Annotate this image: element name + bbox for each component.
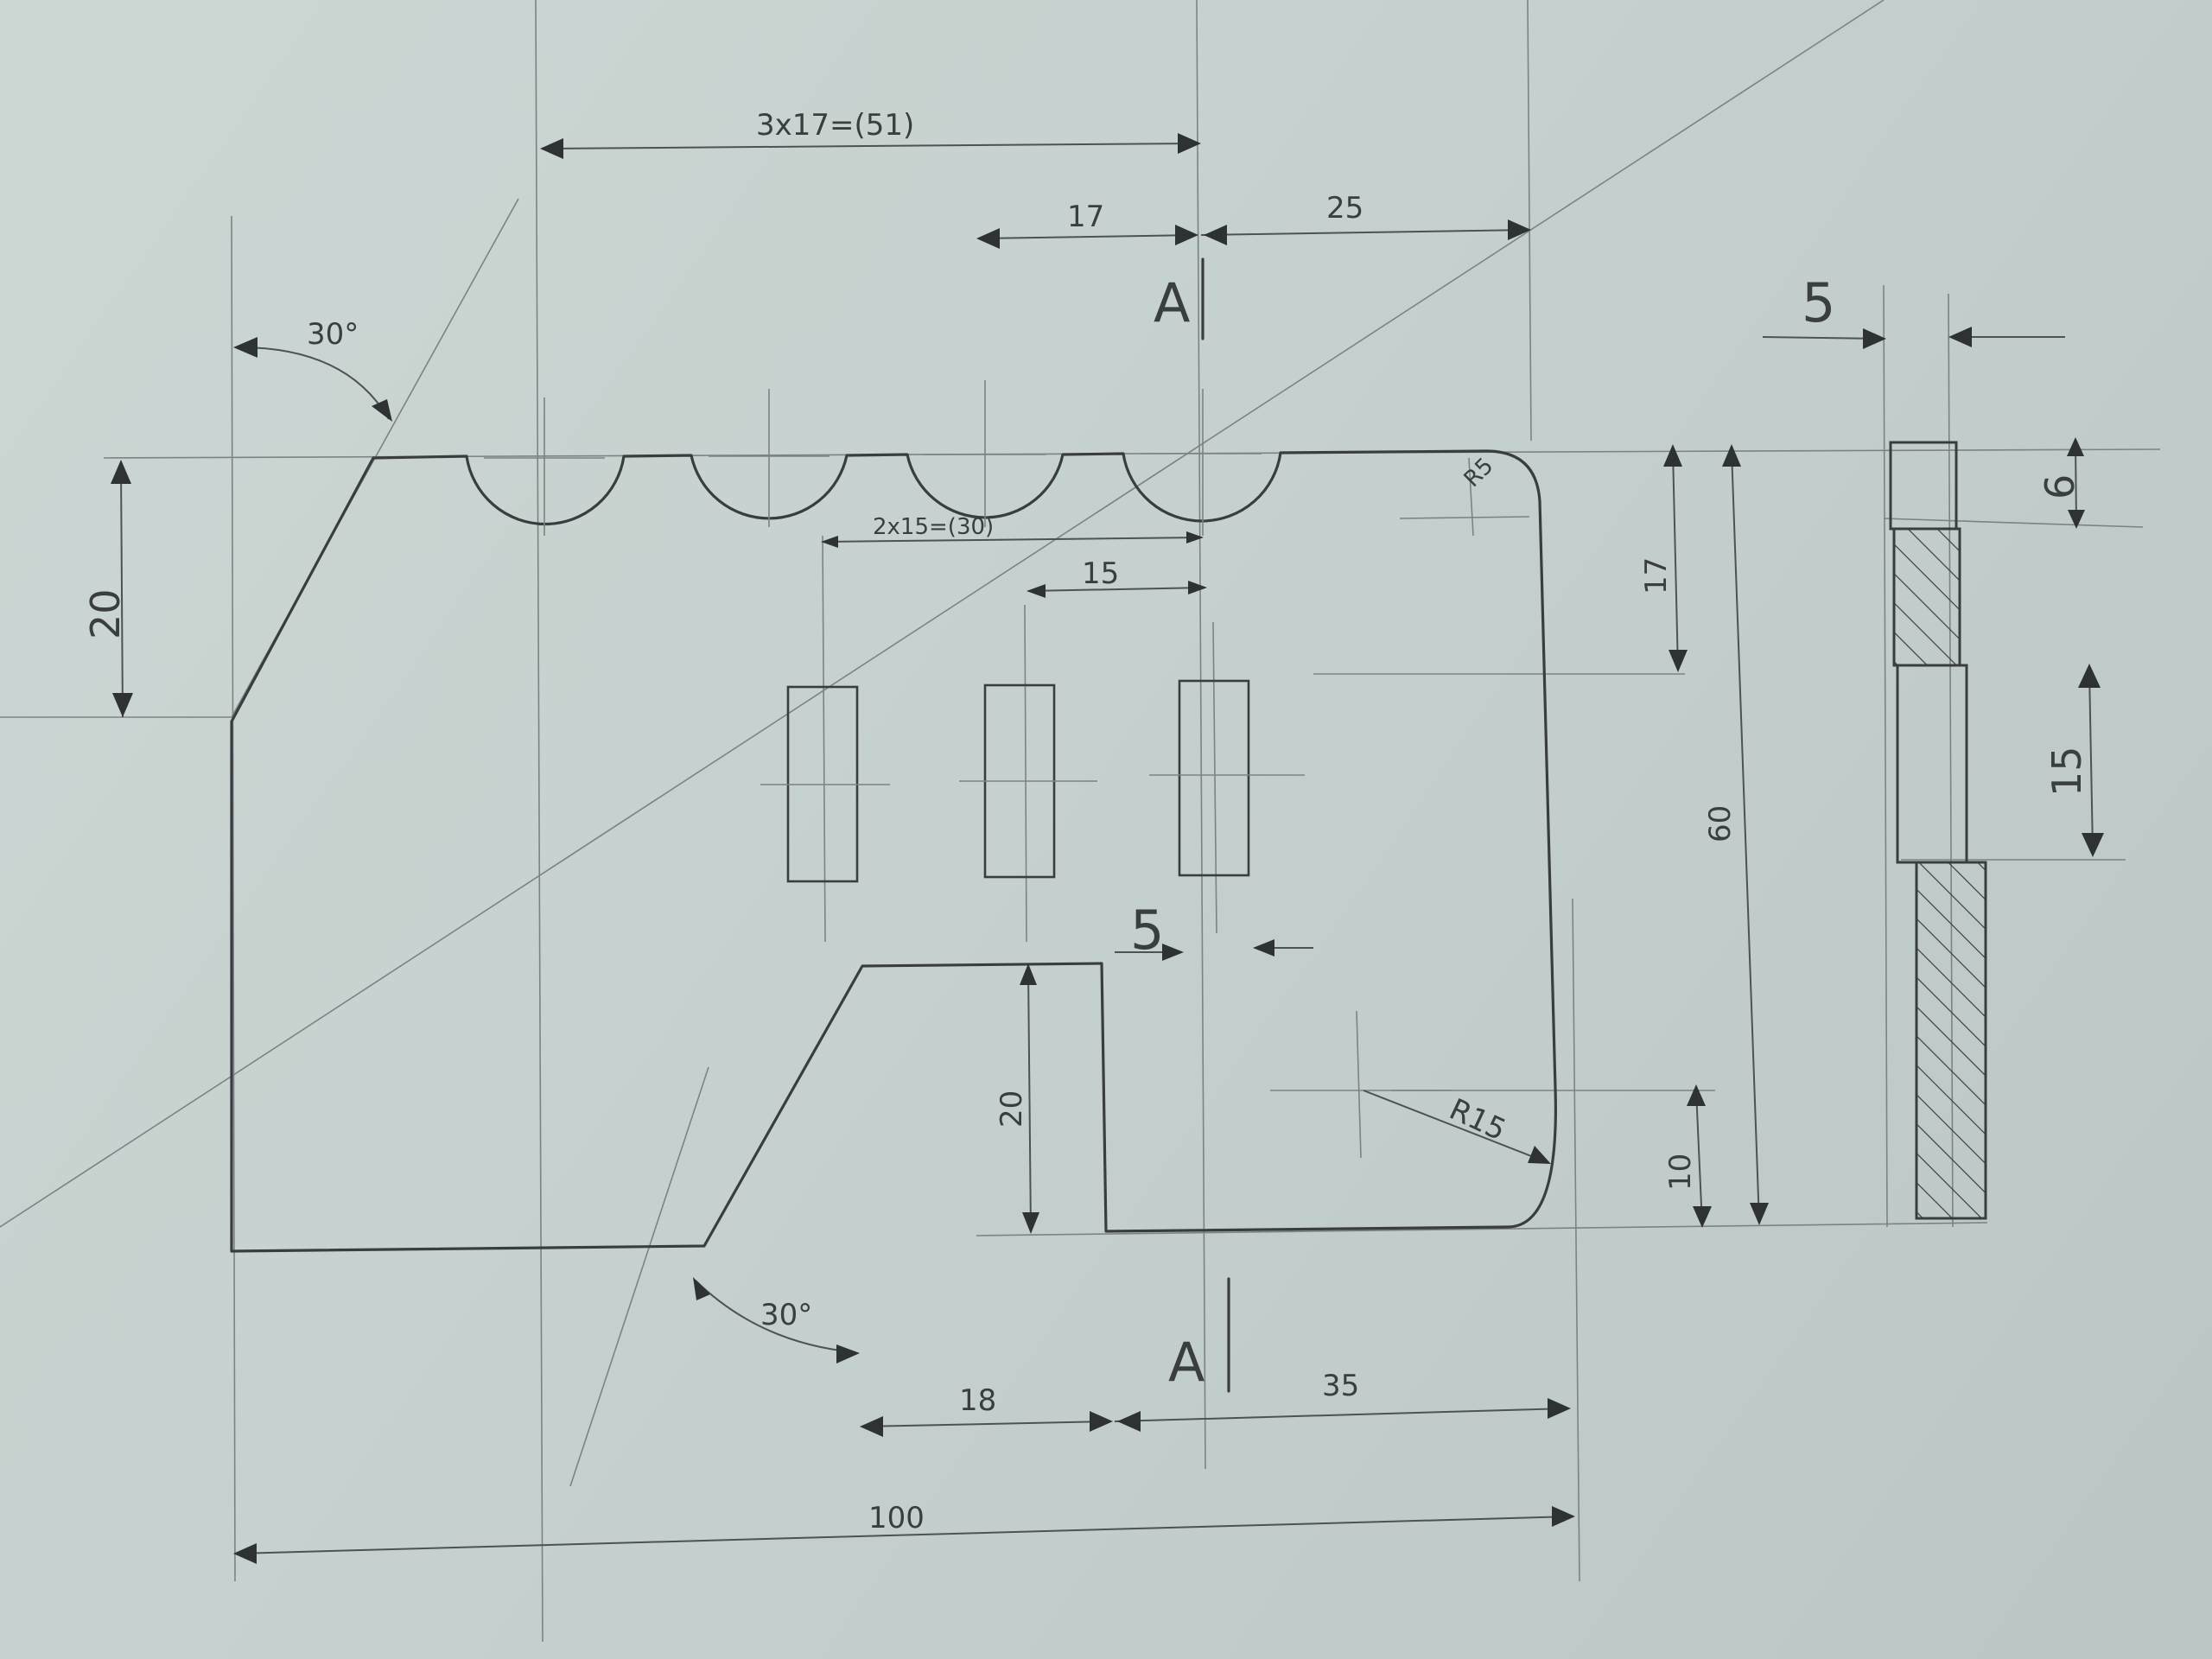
section-dim-15: 15 xyxy=(2044,746,2090,797)
radius-large: R15 xyxy=(1444,1092,1511,1148)
slot-3 xyxy=(1178,679,1250,877)
notch-centres xyxy=(484,380,1530,1159)
dimension-texts: 3x17=(51) 17 25 20 30° R5 2x15=(30) 15 5… xyxy=(82,108,2090,1535)
dim-17-right: 17 xyxy=(1639,557,1674,594)
dim-17-top: 17 xyxy=(1067,200,1104,234)
construction-lines xyxy=(0,0,2161,1643)
dim-slot-width: 5 xyxy=(1130,899,1164,962)
dim-pitch-chain: 3x17=(51) xyxy=(756,108,914,143)
angle-bottom: 30° xyxy=(760,1298,812,1332)
radius-small: R5 xyxy=(1459,453,1499,493)
section-view xyxy=(1889,441,1987,1220)
dim-25: 25 xyxy=(1326,191,1363,226)
dim-60: 60 xyxy=(1703,805,1738,842)
section-label-bottom: A xyxy=(1168,1331,1205,1394)
dim-35: 35 xyxy=(1322,1369,1359,1403)
dimension-lines xyxy=(111,133,2104,1564)
dim-20-left: 20 xyxy=(82,588,129,639)
section-dim-6: 6 xyxy=(2037,474,2083,499)
dim-18: 18 xyxy=(959,1383,996,1418)
slots xyxy=(760,679,1305,883)
dim-100: 100 xyxy=(868,1501,925,1535)
part-outline xyxy=(230,449,1557,1253)
dim-10: 10 xyxy=(1663,1154,1698,1191)
dim-slot-pitch: 15 xyxy=(1082,556,1119,591)
angle-top: 30° xyxy=(307,317,359,352)
dim-slot-chain: 2x15=(30) xyxy=(873,514,994,540)
section-markers xyxy=(1201,257,1230,1393)
section-label-top: A xyxy=(1154,271,1190,334)
section-thickness: 5 xyxy=(1802,271,1835,334)
dim-step-20: 20 xyxy=(995,1090,1029,1128)
